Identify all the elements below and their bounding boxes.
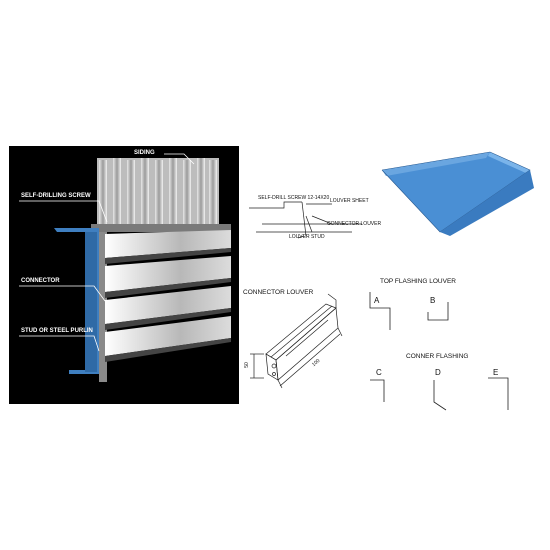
louver-stud-label: LOUVER STUD — [289, 234, 325, 240]
dimension-width: 50 — [243, 362, 250, 368]
top-flashing-letter-a: A — [374, 296, 380, 305]
top-flashing-title: TOP FLASHING LOUVER — [380, 278, 456, 285]
connector-louver-title: CONNECTOR LOUVER — [243, 289, 314, 296]
self-drilling-screw-label: SELF-DRILLING SCREW — [21, 193, 91, 199]
corner-flashing-title: CONNER FLASHING — [406, 353, 469, 360]
corner-flashing-letter-d: D — [435, 368, 441, 377]
section-detail-drawing — [249, 201, 362, 239]
siding-sheet — [97, 158, 219, 230]
connector-louver-drawing — [250, 293, 343, 389]
louver-sheet-label: LOUVER SHEET — [330, 198, 369, 204]
corner-flashing-letter-e: E — [493, 368, 499, 377]
connector-label: CONNECTOR — [21, 278, 60, 284]
louver-illustration: SIDING SELF-DRILLING SCREW CONNECTOR STU… — [9, 146, 239, 404]
corner-flashing-profiles — [370, 377, 509, 411]
connector-louver-small-label: CONNECTOR LOUVER — [327, 221, 382, 227]
top-flashing-letter-b: B — [430, 296, 436, 305]
siding-label: SIDING — [134, 150, 155, 156]
top-flashing-profiles — [369, 292, 449, 330]
screw-spec-label: SELF-DRILL SCREW 12-14X20 — [258, 195, 330, 201]
louver-slats — [105, 230, 231, 362]
blue-flashing-sheet — [381, 151, 534, 236]
louver-assembly-graphic — [19, 153, 231, 382]
corner-flashing-letter-c: C — [376, 368, 382, 377]
stud-or-purlin-label: STUD OR STEEL PURLIN — [21, 328, 93, 334]
